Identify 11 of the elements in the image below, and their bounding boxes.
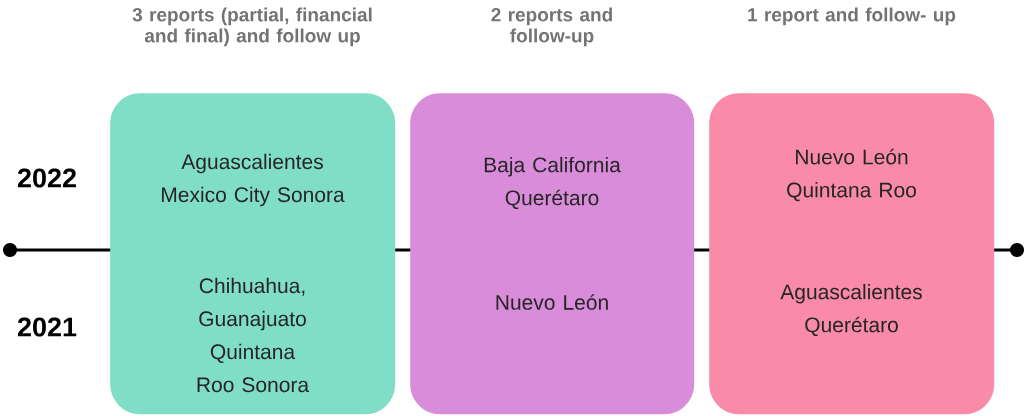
place-list: Nuevo León [496, 294, 608, 310]
year-label: 2021 [17, 317, 77, 337]
place-list: Aguascalientes Mexico City Sonora [162, 153, 345, 207]
place-list: Chihuahua, Guanajuato Quintana Roo Sonora [197, 277, 310, 393]
place-list: Nuevo León Quintana Roo [787, 148, 916, 202]
column-heading: 2 reports and follow-up [491, 7, 612, 47]
column-heading: 1 report and follow- up [748, 7, 956, 26]
place-list: Aguascalientes Querétaro [780, 283, 922, 337]
place-list: Baja California Querétaro [484, 156, 621, 210]
column-heading: 3 reports (partial, financial and final) and follow up [132, 7, 372, 47]
year-label: 2022 [17, 168, 76, 188]
